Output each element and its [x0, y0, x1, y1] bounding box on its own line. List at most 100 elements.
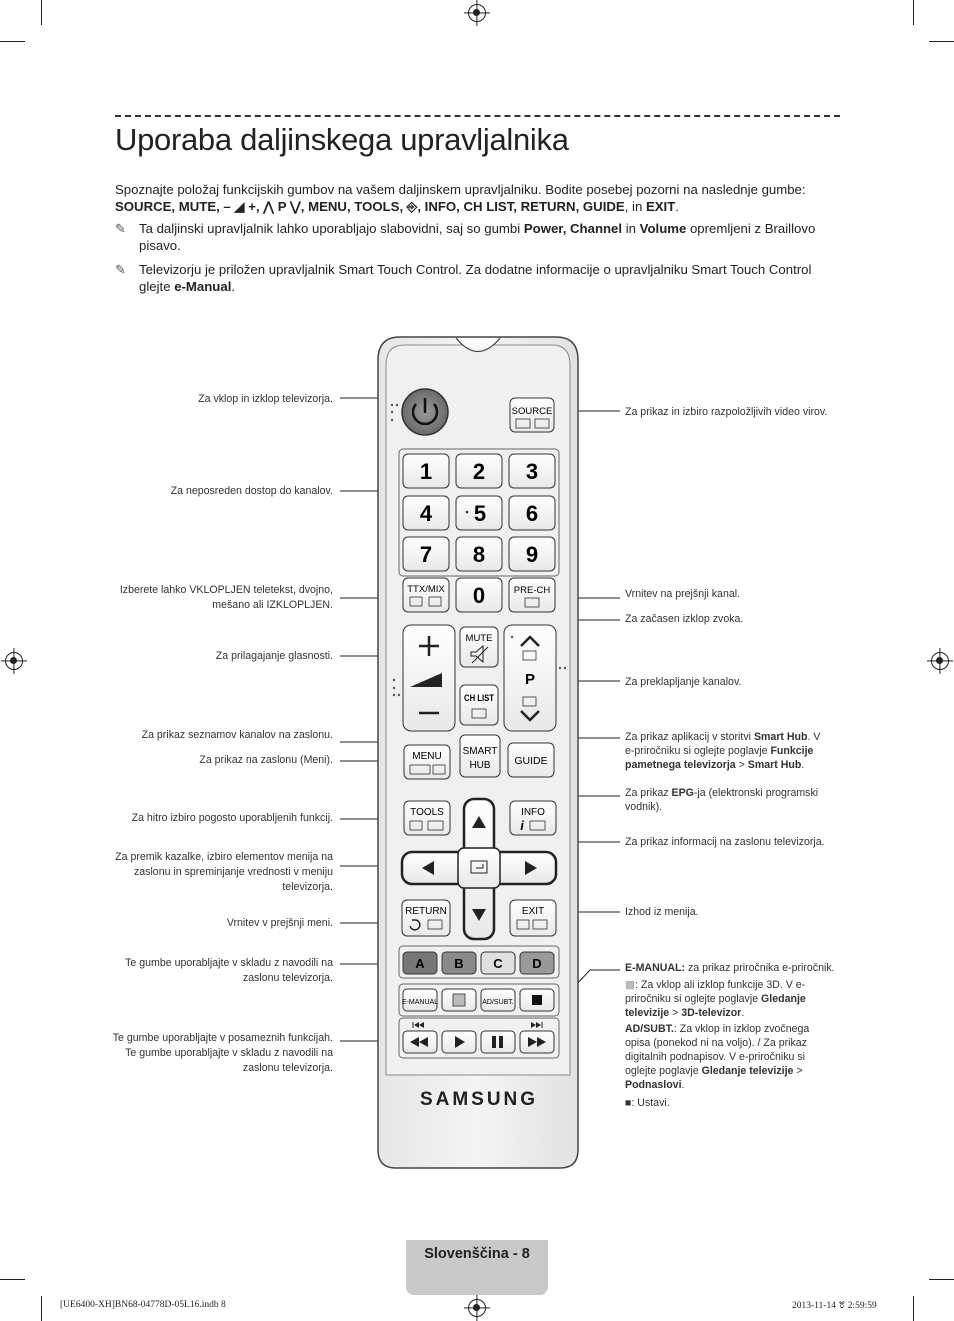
digit-1: 1 — [402, 453, 450, 489]
crop-mark — [929, 41, 954, 42]
3d-button — [441, 988, 477, 1012]
label-info: Za prikaz informacij na zaslonu televizo… — [625, 836, 825, 848]
color-button-a: A — [402, 951, 438, 975]
svg-text:D: D — [532, 956, 541, 971]
label-volume: Za prilagajanje glasnosti. — [215, 650, 333, 662]
svg-text:HUB: HUB — [469, 760, 490, 771]
label-exit: Izhod iz menija. — [625, 906, 699, 918]
volume-rocker — [402, 624, 456, 732]
color-button-b: B — [441, 951, 477, 975]
page-title: Uporaba daljinskega upravljalnika — [115, 122, 569, 157]
color-button-c: C — [480, 951, 516, 975]
svg-text:8: 8 — [473, 542, 485, 567]
digit-0: 0 — [455, 577, 503, 613]
svg-text:5: 5 — [474, 501, 486, 526]
digit-5: 5 — [455, 495, 503, 531]
label-channel: Za preklapljanje kanalov. — [625, 676, 742, 688]
svg-text:PRE-CH: PRE-CH — [514, 585, 551, 596]
svg-text:3: 3 — [526, 459, 538, 484]
digit-4: 4 — [402, 495, 450, 531]
color-button-d: D — [519, 951, 555, 975]
brand-logo: SAMSUNG — [420, 1089, 538, 1110]
label-return: Vrnitev v prejšnji meni. — [226, 917, 333, 929]
digit-3: 3 — [508, 453, 556, 489]
crop-mark — [0, 1279, 25, 1280]
source-button: SOURCE — [509, 397, 555, 433]
footer-tab — [406, 1240, 548, 1295]
svg-text:GUIDE: GUIDE — [514, 755, 547, 767]
svg-text:AD/SUBT.: AD/SUBT. — [482, 999, 514, 1006]
label-emanual: E-MANUAL: za prikaz priročnika e-priročn… — [625, 962, 835, 974]
exit-button: EXIT — [509, 899, 557, 937]
svg-text:i: i — [520, 818, 524, 833]
stop-icon: ■ — [625, 1097, 632, 1109]
label-chlist: Za prikaz seznamov kanalov na zaslonu. — [141, 729, 333, 741]
svg-text:2: 2 — [473, 459, 485, 484]
crop-mark — [0, 41, 25, 42]
ch-list-button: CH LIST — [459, 684, 499, 726]
svg-text:TOOLS: TOOLS — [410, 807, 444, 818]
label-prech: Vrnitev na prejšnji kanal. — [625, 588, 741, 600]
svg-text:0: 0 — [473, 583, 485, 608]
mute-button: MUTE — [459, 626, 499, 668]
digit-2: 2 — [455, 453, 503, 489]
print-slug-left: [UE6400-XH]BN68-04778D-05L16.indb 8 — [60, 1300, 226, 1310]
svg-text:E-MANUAL: E-MANUAL — [402, 999, 438, 1006]
return-button: RETURN — [401, 899, 451, 937]
registration-mark-icon — [468, 4, 486, 22]
channel-rocker: P — [503, 624, 557, 732]
smart-hub-button: SMART HUB — [459, 734, 501, 778]
menu-button: MENU — [403, 744, 451, 780]
label-menu: Za prikaz na zaslonu (Meni). — [199, 754, 333, 766]
note-pencil-icon: ✎ — [115, 262, 126, 277]
svg-text:6: 6 — [526, 501, 538, 526]
svg-text:INFO: INFO — [521, 807, 545, 818]
ad-subt-button: AD/SUBT. — [480, 988, 516, 1012]
fast-forward-button — [519, 1030, 555, 1054]
color-buttons: A B C D — [402, 951, 555, 975]
info-button: INFO i — [509, 800, 557, 836]
label-source: Za prikaz in izbiro razpoložljivih video… — [625, 406, 828, 418]
svg-text:MENU: MENU — [412, 751, 441, 762]
svg-text:A: A — [415, 956, 425, 971]
crop-mark — [913, 0, 914, 25]
svg-text:P: P — [525, 671, 535, 688]
e-manual-button: E-MANUAL — [402, 988, 438, 1012]
3d-icon: ▩ — [625, 979, 636, 991]
rewind-button — [402, 1030, 438, 1054]
play-button — [441, 1030, 477, 1054]
power-button — [401, 388, 449, 436]
number-pad: 1 2 3 4 5 6 7 8 9 — [402, 453, 556, 572]
svg-text:TTX/MIX: TTX/MIX — [407, 584, 445, 595]
pause-button — [480, 1030, 516, 1054]
svg-text:4: 4 — [420, 501, 433, 526]
ttx-mix-button: TTX/MIX — [402, 577, 450, 613]
label-3d: ▩: Za vklop ali izklop funkcije 3D. V e-… — [625, 979, 806, 1019]
note-smart-touch: ✎ Televizorju je priložen upravljalnik S… — [115, 262, 812, 294]
registration-mark-icon — [931, 652, 949, 670]
crop-mark — [41, 1296, 42, 1321]
digit-6: 6 — [508, 495, 556, 531]
svg-text:B: B — [454, 956, 463, 971]
svg-text:9: 9 — [526, 542, 538, 567]
guide-button: GUIDE — [507, 742, 555, 778]
label-stop: ■: Ustavi. — [625, 1097, 670, 1109]
digit-8: 8 — [455, 536, 503, 572]
stop-button — [519, 988, 555, 1012]
crop-mark — [913, 1296, 914, 1321]
intro-buttons: SOURCE, MUTE, – ◢ +, ⋀ P ⋁, MENU, TOOLS,… — [115, 199, 625, 214]
crop-mark — [41, 0, 42, 25]
pre-ch-button: PRE-CH — [508, 577, 556, 613]
label-power: Za vklop in izklop televizorja. — [198, 393, 333, 405]
intro-paragraph: Spoznajte položaj funkcijskih gumbov na … — [115, 182, 806, 214]
note-pencil-icon: ✎ — [115, 221, 126, 236]
registration-mark-icon — [468, 1299, 486, 1317]
digit-9: 9 — [508, 536, 556, 572]
label-ttx: Izberete lahko VKLOPLJEN teletekst, dvoj… — [119, 584, 333, 611]
label-playback: Te gumbe uporabljajte v posameznih funkc… — [112, 1032, 333, 1074]
note-braille: ✎ Ta daljinski upravljalnik lahko uporab… — [115, 221, 816, 253]
label-tools: Za hitro izbiro pogosto uporabljenih fun… — [131, 812, 333, 824]
skip-forward-icon — [531, 1022, 543, 1028]
label-smarthub: Za prikaz aplikacij v storitvi Smart Hub… — [625, 731, 821, 771]
